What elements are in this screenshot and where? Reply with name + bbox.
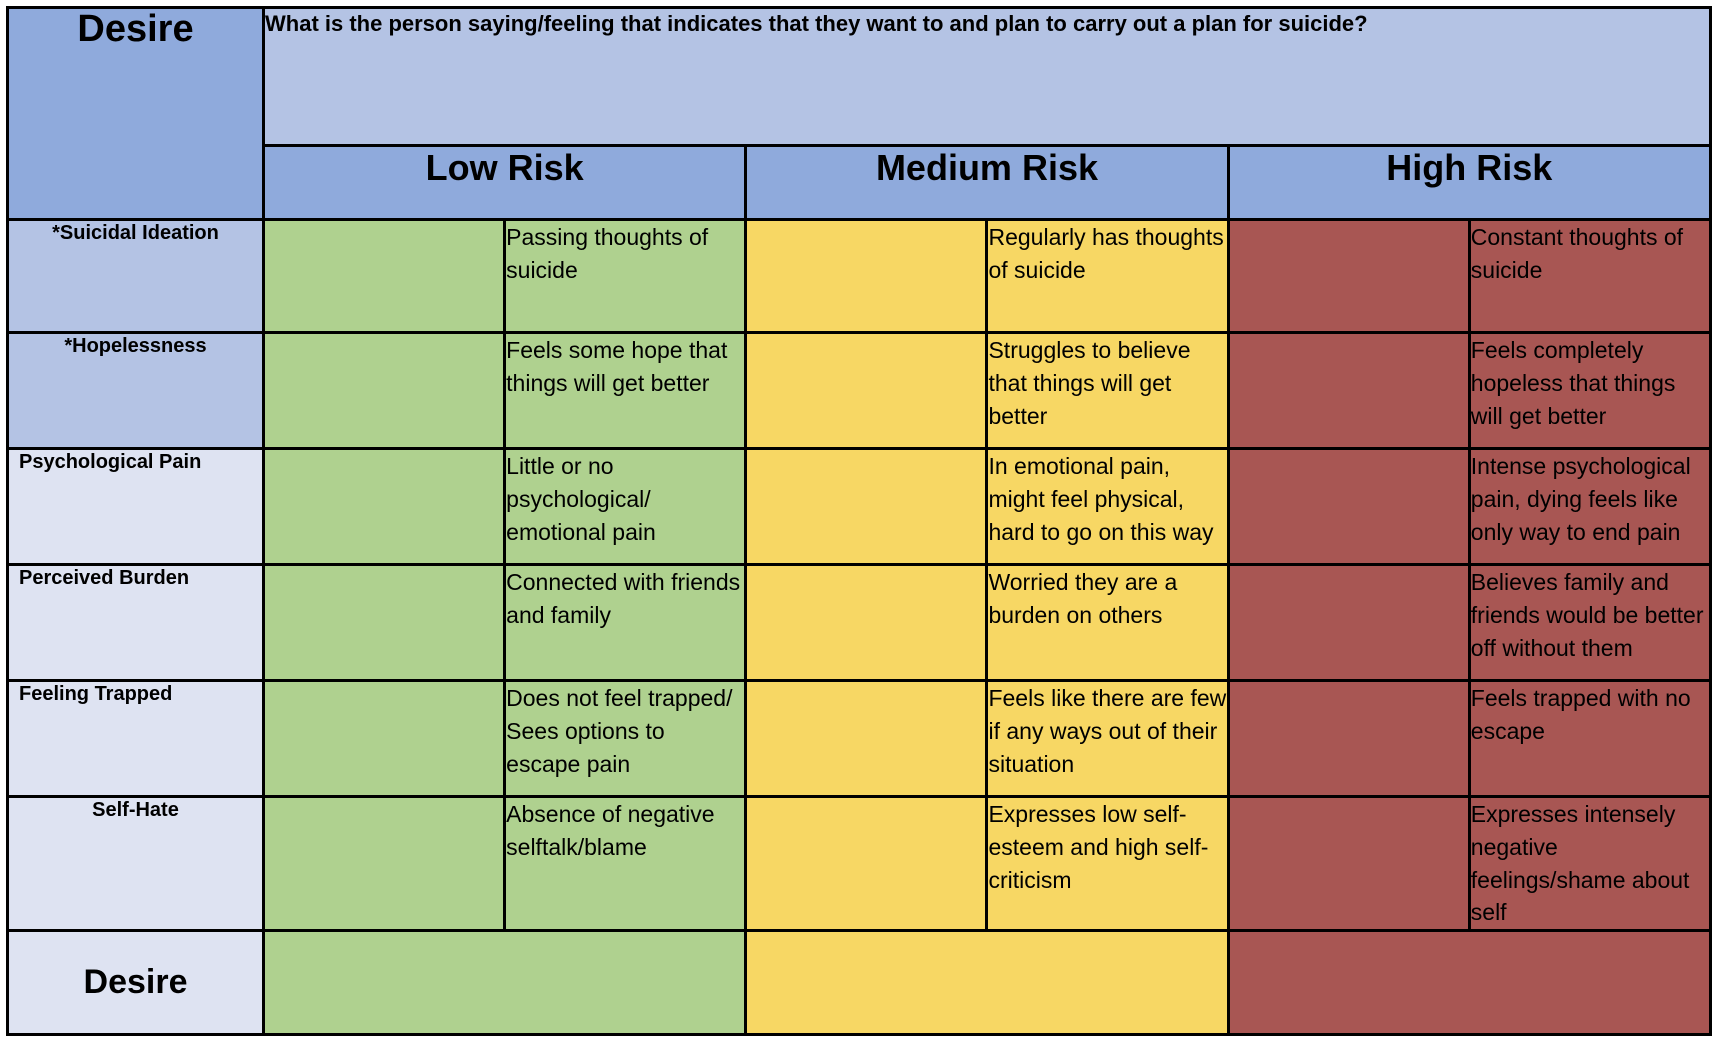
cell-high-feeling-trapped: Feels trapped with no escape xyxy=(1467,679,1713,799)
column-header-high-risk: High Risk xyxy=(1226,144,1713,222)
table-header-row-question: Desire What is the person saying/feeling… xyxy=(6,5,1712,222)
cell-high-psychological-pain: Intense psychological pain, dying feels … xyxy=(1467,447,1713,567)
table-row: *Suicidal Ideation Passing thoughts of s… xyxy=(6,218,1713,335)
medium-risk-marker-cell[interactable] xyxy=(744,795,989,932)
cell-medium-perceived-burden: Worried they are a burden on others xyxy=(985,563,1230,683)
medium-risk-marker-cell[interactable] xyxy=(744,563,989,683)
medium-risk-marker-cell[interactable] xyxy=(744,331,989,451)
low-risk-marker-cell[interactable] xyxy=(261,563,507,683)
column-header-medium-risk: Medium Risk xyxy=(744,144,1230,222)
header-question-text: What is the person saying/feeling that i… xyxy=(262,5,1712,148)
high-risk-marker-cell[interactable] xyxy=(1226,447,1471,567)
table-row: Self-Hate Absence of negative selftalk/b… xyxy=(6,795,1713,932)
summary-row-label-desire: Desire xyxy=(6,929,265,1036)
row-label-hopelessness: *Hopelessness xyxy=(6,331,265,451)
row-label-self-hate: Self-Hate xyxy=(6,795,265,932)
table-row: Perceived Burden Connected with friends … xyxy=(6,563,1713,683)
cell-low-feeling-trapped: Does not feel trapped/ Sees options to e… xyxy=(503,679,748,799)
summary-cell-high-risk[interactable] xyxy=(1226,929,1713,1036)
cell-low-perceived-burden: Connected with friends and family xyxy=(503,563,748,683)
cell-medium-hopelessness: Struggles to believe that things will ge… xyxy=(985,331,1230,451)
cell-high-hopelessness: Feels completely hopeless that things wi… xyxy=(1467,331,1713,451)
cell-high-perceived-burden: Believes family and friends would be bet… xyxy=(1467,563,1713,683)
cell-high-suicidal-ideation: Constant thoughts of suicide xyxy=(1467,218,1713,335)
row-label-perceived-burden: Perceived Burden xyxy=(6,563,265,683)
cell-low-hopelessness: Feels some hope that things will get bet… xyxy=(503,331,748,451)
row-label-psychological-pain: Psychological Pain xyxy=(6,447,265,567)
cell-medium-feeling-trapped: Feels like there are few if any ways out… xyxy=(985,679,1230,799)
cell-medium-psychological-pain: In emotional pain, might feel physical, … xyxy=(985,447,1230,567)
low-risk-marker-cell[interactable] xyxy=(261,447,507,567)
high-risk-marker-cell[interactable] xyxy=(1226,679,1471,799)
table-row: Psychological Pain Little or no psycholo… xyxy=(6,447,1713,567)
high-risk-marker-cell[interactable] xyxy=(1226,218,1471,335)
desire-risk-matrix-table: Desire What is the person saying/feeling… xyxy=(6,5,1713,1036)
row-label-feeling-trapped: Feeling Trapped xyxy=(6,679,265,799)
cell-high-self-hate: Expresses intensely negative feelings/sh… xyxy=(1467,795,1713,932)
low-risk-marker-cell[interactable] xyxy=(261,218,507,335)
cell-low-psychological-pain: Little or no psychological/ emotional pa… xyxy=(503,447,748,567)
medium-risk-marker-cell[interactable] xyxy=(744,447,989,567)
cell-low-suicidal-ideation: Passing thoughts of suicide xyxy=(503,218,748,335)
low-risk-marker-cell[interactable] xyxy=(261,331,507,451)
cell-medium-suicidal-ideation: Regularly has thoughts of suicide xyxy=(985,218,1230,335)
low-risk-marker-cell[interactable] xyxy=(261,679,507,799)
cell-medium-self-hate: Expresses low self-esteem and high self-… xyxy=(985,795,1230,932)
high-risk-marker-cell[interactable] xyxy=(1226,795,1471,932)
row-label-suicidal-ideation: *Suicidal Ideation xyxy=(6,218,265,335)
table-row: *Hopelessness Feels some hope that thing… xyxy=(6,331,1713,451)
summary-cell-medium-risk[interactable] xyxy=(744,929,1230,1036)
corner-title-desire: Desire xyxy=(6,5,265,222)
cell-low-self-hate: Absence of negative selftalk/blame xyxy=(503,795,748,932)
summary-cell-low-risk[interactable] xyxy=(261,929,748,1036)
table-row: Feeling Trapped Does not feel trapped/ S… xyxy=(6,679,1713,799)
high-risk-marker-cell[interactable] xyxy=(1226,563,1471,683)
medium-risk-marker-cell[interactable] xyxy=(744,218,989,335)
column-header-low-risk: Low Risk xyxy=(261,144,748,222)
table-summary-row: Desire xyxy=(6,929,1713,1036)
high-risk-marker-cell[interactable] xyxy=(1226,331,1471,451)
medium-risk-marker-cell[interactable] xyxy=(744,679,989,799)
low-risk-marker-cell[interactable] xyxy=(261,795,507,932)
table-header-row-risk-levels: Low Risk Medium Risk High Risk xyxy=(8,144,1713,222)
